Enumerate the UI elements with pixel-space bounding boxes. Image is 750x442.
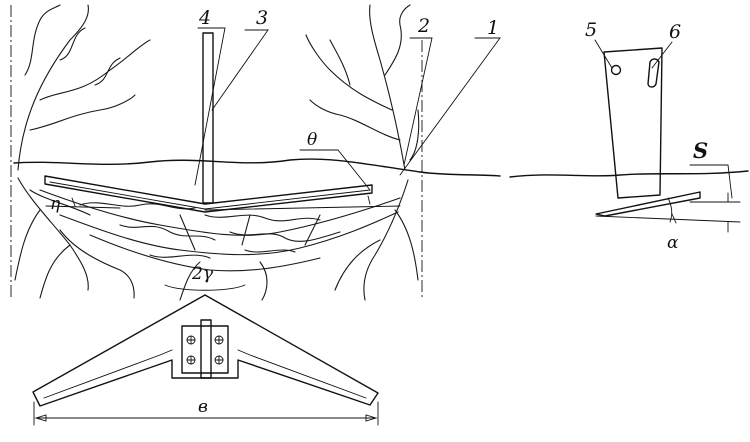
label-s: S — [693, 138, 708, 163]
label-4: 4 — [198, 7, 211, 29]
share-side-view — [44, 175, 373, 213]
label-3: 3 — [256, 7, 268, 29]
label-5: 5 — [585, 19, 597, 41]
side-profile-view — [595, 47, 741, 233]
eta-reference — [45, 197, 121, 209]
leader-lines — [194, 27, 733, 199]
crushed-soil-zone — [39, 189, 401, 301]
right-soil-cracks — [305, 4, 420, 301]
label-width-b: в — [198, 397, 208, 417]
alpha-reference — [671, 213, 677, 224]
boundary-lines — [10, 5, 423, 300]
stem — [202, 32, 214, 204]
label-theta: θ — [307, 130, 317, 150]
label-eta: η — [50, 194, 61, 214]
bolt-holes — [186, 335, 224, 365]
left-soil-cracks — [14, 4, 151, 299]
soil-surface — [13, 158, 749, 178]
share-plan-view — [32, 284, 379, 426]
label-1: 1 — [487, 17, 499, 39]
label-two-gamma: 2γ — [191, 264, 214, 284]
label-6: 6 — [669, 21, 681, 43]
label-alpha: α — [667, 233, 679, 253]
label-2: 2 — [417, 15, 430, 37]
theta-reference — [204, 195, 401, 211]
